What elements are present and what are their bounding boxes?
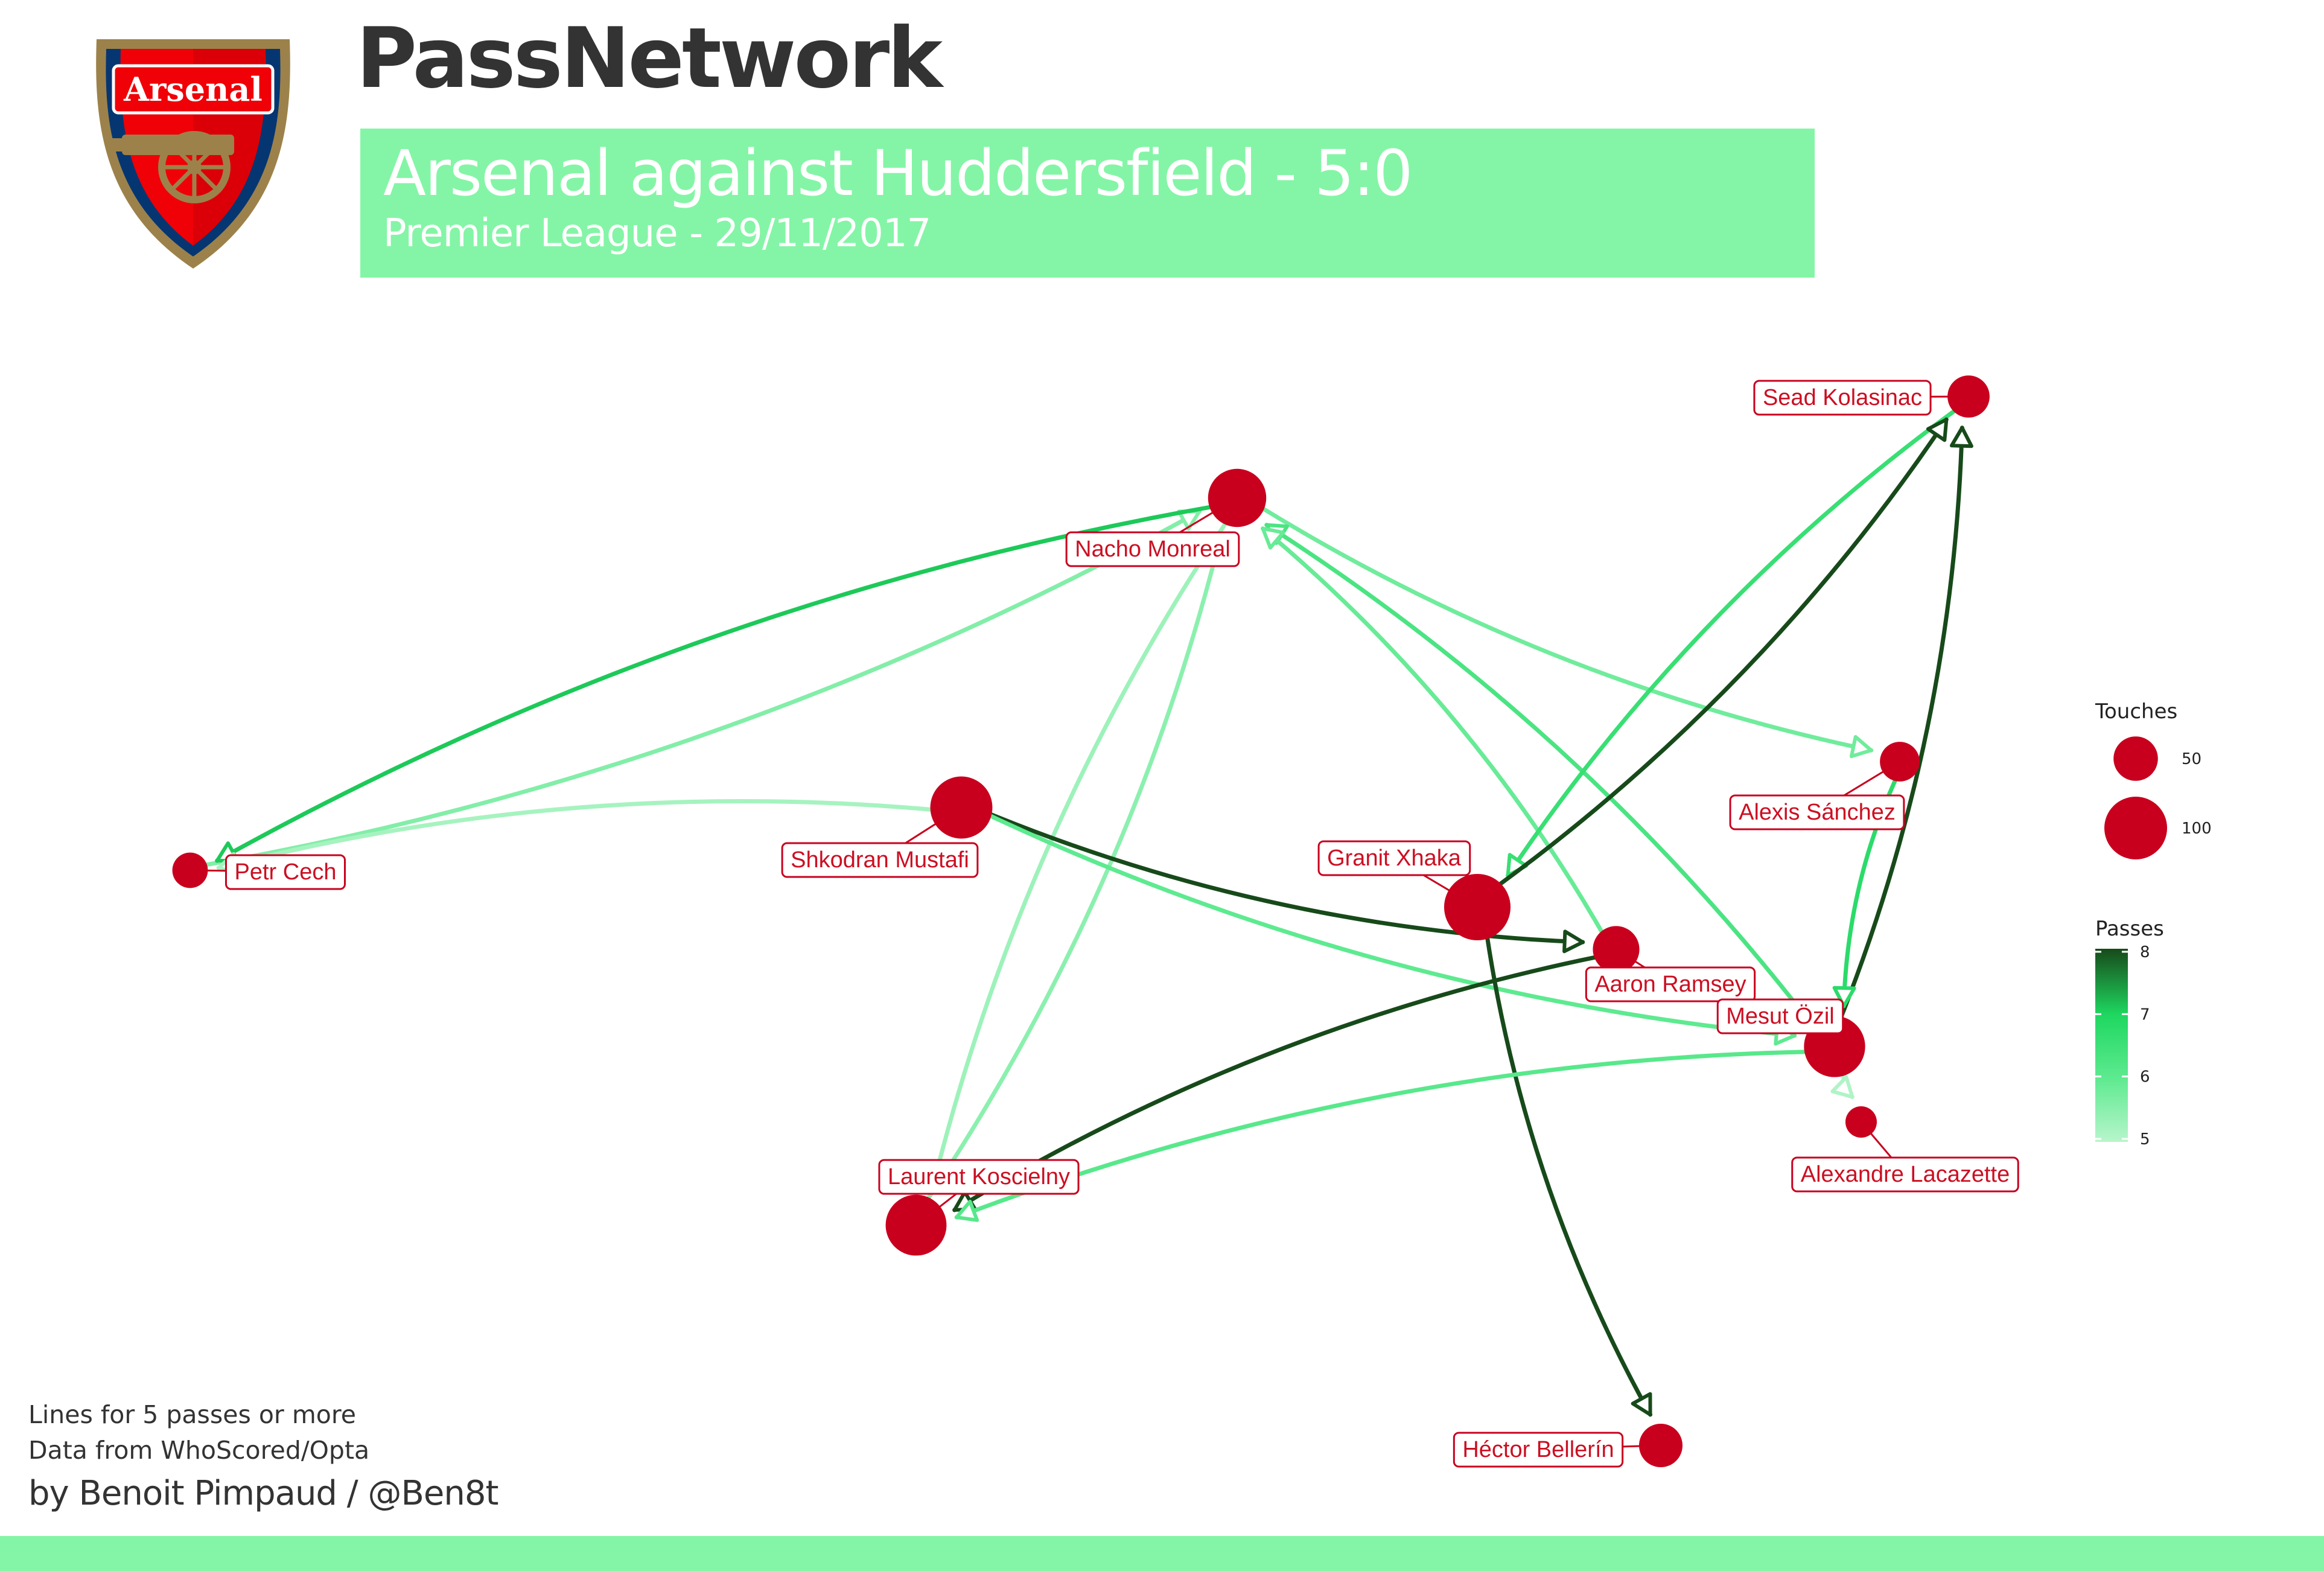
- pass-line-mesut-ozil-to-sead-kolasinac: [1838, 425, 1964, 1022]
- pass-line-aaron-ramsey-to-laurent-koscielny: [952, 955, 1599, 1213]
- player-label-box: [1753, 380, 1932, 416]
- pass-line-aaron-ramsey-to-nacho-monreal: [1261, 526, 1605, 935]
- pass-line-mesut-ozil-to-laurent-koscielny: [954, 1050, 1810, 1220]
- player-name: Shkodran Mustafi: [791, 847, 969, 873]
- touches-legend: Touches 50 100: [2095, 699, 2212, 859]
- player-label-box: [1791, 1156, 2019, 1193]
- passes-legend: Passes 8 7 6 5: [2095, 917, 2164, 1149]
- player-label-shkodran-mustafi: Shkodran Mustafi: [781, 842, 979, 878]
- legend: Touches 50 100 Passes 8 7 6 5: [2095, 699, 2212, 1149]
- player-label-mesut-ozil: Mesut Özil: [1716, 998, 1844, 1034]
- pass-arrowhead-aaron-ramsey-to-nacho-monreal: [1261, 526, 1285, 550]
- pass-line-mesut-ozil-to-nacho-monreal: [1264, 523, 1816, 1030]
- player-name: Petr Cech: [235, 859, 337, 885]
- pass-line-granit-xhaka-to-sead-kolasinac: [1495, 417, 1949, 888]
- match-title: Arsenal against Huddersfield - 5:0: [383, 136, 1413, 210]
- pass-line-petr-cech-to-nacho-monreal: [203, 509, 1202, 867]
- pass-line-granit-xhaka-to-hector-bellerin: [1485, 933, 1653, 1417]
- player-name: Héctor Bellerín: [1462, 1437, 1614, 1462]
- touches-legend-title: Touches: [2095, 699, 2177, 724]
- player-label-box: [225, 854, 346, 890]
- pass-arrowhead-granit-xhaka-to-hector-bellerin: [1631, 1392, 1652, 1416]
- pass-line-shkodran-mustafi-to-petr-cech: [216, 798, 936, 870]
- pass-arrowhead-mesut-ozil-to-laurent-koscielny: [955, 1199, 979, 1222]
- passes-tick-label: 6: [2140, 1068, 2150, 1086]
- arsenal-crest-logo: Arsenal: [96, 39, 290, 269]
- player-name: Alexis Sánchez: [1739, 800, 1896, 825]
- match-subtitle: Premier League - 29/11/2017: [383, 211, 931, 256]
- player-label-granit-xhaka: Granit Xhaka: [1317, 840, 1471, 876]
- pass-arrowhead-mesut-ozil-to-alexandre-lacazette: [1830, 1075, 1854, 1099]
- pass-line-sead-kolasinac-to-granit-xhaka: [1506, 408, 1958, 878]
- match-banner: Arsenal against Huddersfield - 5:0 Premi…: [360, 129, 1815, 278]
- player-name: Nacho Monreal: [1075, 537, 1230, 562]
- player-label-nacho-monreal: Nacho Monreal: [1065, 531, 1240, 567]
- touches-legend-label: 50: [2182, 750, 2201, 768]
- pass-arrowhead-shkodran-mustafi-to-aaron-ramsey: [1562, 929, 1585, 954]
- touches-legend-label: 100: [2182, 820, 2212, 838]
- pass-line-laurent-koscielny-to-nacho-monreal: [925, 532, 1223, 1202]
- player-label-alexandre-lacazette: Alexandre Lacazette: [1791, 1156, 2019, 1193]
- footer-credit: by Benoit Pimpaud / @Ben8t: [28, 1474, 498, 1513]
- player-label-box: [1453, 1432, 1624, 1468]
- crest-wordmark: Arsenal: [123, 70, 263, 109]
- player-label-box: [1317, 840, 1471, 876]
- player-name: Mesut Özil: [1726, 1004, 1834, 1029]
- player-label-box: [1585, 966, 1756, 1002]
- passes-tick-label: 7: [2140, 1005, 2150, 1024]
- player-name: Alexandre Lacazette: [1801, 1162, 2010, 1187]
- pass-arrowhead-nacho-monreal-to-alexis-sanchez: [1849, 735, 1873, 759]
- pass-arrowhead-mesut-ozil-to-sead-kolasinac: [1949, 425, 1973, 448]
- player-name: Laurent Koscielny: [888, 1164, 1070, 1190]
- player-name: Sead Kolasinac: [1763, 385, 1922, 410]
- player-label-box: [1716, 998, 1844, 1034]
- player-label-box: [1729, 794, 1905, 830]
- pass-arrowhead-alexis-sanchez-to-mesut-ozil: [1832, 986, 1856, 1009]
- passes-colorbar: [2095, 949, 2128, 1142]
- pass-edges: [203, 408, 1973, 1417]
- player-label-aaron-ramsey: Aaron Ramsey: [1585, 966, 1756, 1002]
- player-label-box: [1065, 531, 1240, 567]
- player-name: Granit Xhaka: [1327, 846, 1462, 871]
- player-name: Aaron Ramsey: [1594, 972, 1746, 997]
- player-label-box: [878, 1159, 1080, 1195]
- touches-legend-circle-50: [2113, 736, 2158, 781]
- player-label-petr-cech: Petr Cech: [225, 854, 346, 890]
- player-label-alexis-sanchez: Alexis Sánchez: [1729, 794, 1905, 830]
- pass-line-nacho-monreal-to-alexis-sanchez: [1259, 505, 1874, 753]
- footer-note-source: Data from WhoScored/Opta: [28, 1436, 370, 1465]
- pass-line-shkodran-mustafi-to-mesut-ozil: [986, 812, 1797, 1038]
- player-label-sead-kolasinac: Sead Kolasinac: [1753, 380, 1932, 416]
- passes-legend-title: Passes: [2095, 917, 2164, 941]
- passes-tick-label: 8: [2140, 943, 2150, 961]
- bottom-accent-bar: [0, 1536, 2324, 1571]
- pass-line-nacho-monreal-to-petr-cech: [215, 505, 1215, 863]
- touches-legend-circle-100: [2104, 797, 2167, 859]
- footer-note-threshold: Lines for 5 passes or more: [28, 1400, 357, 1429]
- player-label-laurent-koscielny: Laurent Koscielny: [878, 1159, 1080, 1195]
- page-title: PassNetwork: [356, 10, 943, 107]
- pass-line-shkodran-mustafi-to-aaron-ramsey: [986, 811, 1585, 945]
- player-label-box: [781, 842, 979, 878]
- passes-tick-label: 5: [2140, 1130, 2150, 1149]
- pass-arrowhead-granit-xhaka-to-sead-kolasinac: [1926, 418, 1949, 442]
- player-label-hector-bellerin: Héctor Bellerín: [1453, 1432, 1624, 1468]
